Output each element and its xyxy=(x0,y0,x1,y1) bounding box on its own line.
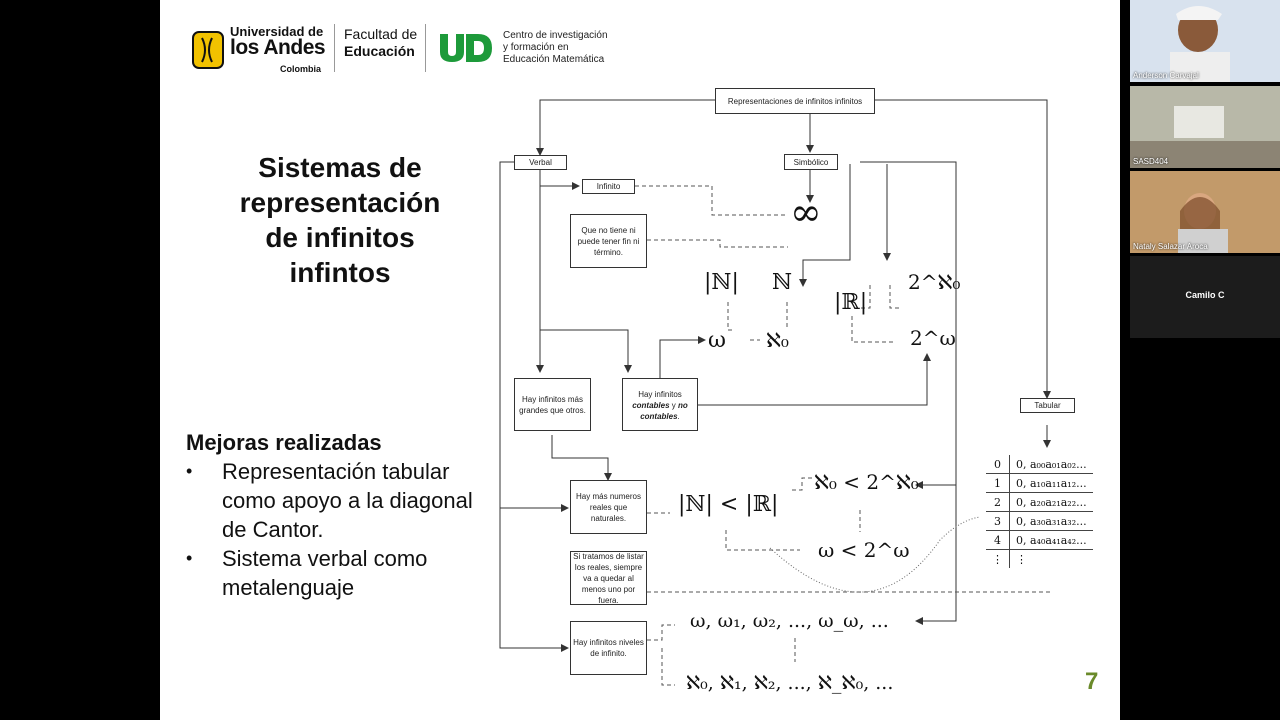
diagram-connectors xyxy=(499,99,1051,686)
symbol-infinity: ∞ xyxy=(790,190,822,234)
node-countable: Hay infinitos contables y no contables. xyxy=(622,378,698,431)
diagram: Representaciones de infinitos infinitos … xyxy=(490,80,1120,720)
inequality-omega: ω < 2^ω xyxy=(818,538,910,562)
table-cell: 0, a₁₀a₁₁a₁₂... xyxy=(1009,473,1093,493)
university-name-line1: Universidad de xyxy=(230,24,324,39)
table-cell: 0, a₃₀a₃₁a₃₂... xyxy=(1009,511,1093,531)
inequality-aleph: ℵ₀ < 2^ℵ₀ xyxy=(814,470,919,494)
university-name-line2: los Andes xyxy=(230,36,326,59)
center-name-line: Centro de investigación xyxy=(503,30,608,41)
table-cell: 0, a₀₀a₀₁a₀₂... xyxy=(1009,455,1093,474)
svg-text:UD: UD xyxy=(436,30,438,31)
avatar xyxy=(1130,0,1280,82)
participant-tile[interactable]: Camilo C xyxy=(1130,256,1280,338)
uncountable-bold: no contables xyxy=(640,401,688,421)
center-name: Centro de investigación y formación en E… xyxy=(503,30,633,66)
symbol-two-omega: 2^ω xyxy=(910,326,956,350)
node-simbolico: Simbólico xyxy=(784,154,838,170)
countable-text: y xyxy=(669,401,678,410)
list-item: Representación tabular como apoyo a la d… xyxy=(182,457,492,544)
university-country: Colombia xyxy=(280,64,322,74)
inequality-n-r: |ℕ| < |ℝ| xyxy=(678,492,779,517)
slide-title: Sistemas de representación de infinitos … xyxy=(200,150,480,290)
table-cell: 3 xyxy=(986,511,1010,531)
participants-panel: Anderson Carvajal SASD404 Nataly Salazar… xyxy=(1130,0,1280,340)
improvements-title: Mejoras realizadas xyxy=(186,430,382,455)
table-cell: 2 xyxy=(986,492,1010,512)
table-cell: 1 xyxy=(986,473,1010,493)
table-cell: ⋮ xyxy=(1016,552,1027,566)
table-cell: 0, a₄₀a₄₁a₄₂... xyxy=(1009,530,1093,550)
center-name-line: y formación en xyxy=(503,42,569,53)
node-bigger-infinities: Hay infinitos más grandes que otros. xyxy=(514,378,591,431)
avatar xyxy=(1130,171,1280,253)
table-cell: 0, a₂₀a₂₁a₂₂... xyxy=(1009,492,1093,512)
omega-sequence: ω, ω₁, ω₂, ..., ω_ω, ... xyxy=(690,610,889,632)
table-cell: 0 xyxy=(986,455,1010,474)
list-item: Sistema verbal como metalenguaje xyxy=(182,544,492,602)
diagram-root: Representaciones de infinitos infinitos xyxy=(715,88,875,114)
aleph-sequence: ℵ₀, ℵ₁, ℵ₂, ..., ℵ_ℵ₀, ... xyxy=(686,672,894,694)
header-divider xyxy=(425,24,426,72)
node-levels: Hay infinitos niveles de infinito. xyxy=(570,621,647,675)
countable-text: Hay infinitos xyxy=(638,390,682,399)
symbol-n: ℕ xyxy=(772,270,793,295)
participant-name: Anderson Carvajal xyxy=(1133,71,1199,80)
center-logo-icon: UD xyxy=(436,30,492,62)
node-verbal: Verbal xyxy=(514,155,567,170)
title-line: Sistemas de xyxy=(258,152,422,183)
header-divider xyxy=(334,24,335,72)
node-definition: Que no tiene ni puede tener fin ni térmi… xyxy=(570,214,647,268)
slide: Universidad de los Andes Colombia Facult… xyxy=(160,0,1120,720)
avatar xyxy=(1130,86,1280,168)
countable-bold: contables xyxy=(632,401,670,410)
page-number: 7 xyxy=(1085,668,1099,695)
symbol-card-n: |ℕ| xyxy=(704,270,739,295)
participant-tile[interactable]: Nataly Salazar Aroca xyxy=(1130,171,1280,253)
title-line: representación xyxy=(239,187,441,218)
participant-name: Nataly Salazar Aroca xyxy=(1133,242,1208,251)
symbol-card-r: |ℝ| xyxy=(834,290,868,315)
faculty-line1: Facultad de xyxy=(344,26,418,42)
participant-tile[interactable]: SASD404 xyxy=(1130,86,1280,168)
title-line: de infinitos xyxy=(265,222,415,253)
faculty-line2: Educación xyxy=(344,43,415,59)
participant-name: Camilo C xyxy=(1185,290,1225,300)
participant-name: SASD404 xyxy=(1133,157,1169,166)
node-tabular: Tabular xyxy=(1020,398,1075,413)
node-infinito: Infinito xyxy=(582,179,635,194)
table-row: ⋮⋮ xyxy=(986,549,1093,568)
symbol-omega: ω xyxy=(708,328,726,353)
uniandes-logo-icon xyxy=(192,31,224,69)
table-cell: 4 xyxy=(986,530,1010,550)
center-name-line: Educación Matemática xyxy=(503,54,605,65)
participant-tile[interactable]: Anderson Carvajal xyxy=(1130,0,1280,82)
table-cell: ⋮ xyxy=(986,549,1010,568)
symbol-two-aleph0: 2^ℵ₀ xyxy=(908,270,961,294)
title-line: infintos xyxy=(289,257,391,288)
improvements-list: Representación tabular como apoyo a la d… xyxy=(182,457,492,602)
node-more-reals: Hay más numeros reales que naturales. xyxy=(570,480,647,534)
node-list-reals: Si tratamos de listar los reales, siempr… xyxy=(570,551,647,605)
symbol-aleph0: ℵ₀ xyxy=(766,328,789,352)
countable-text: . xyxy=(677,412,680,421)
